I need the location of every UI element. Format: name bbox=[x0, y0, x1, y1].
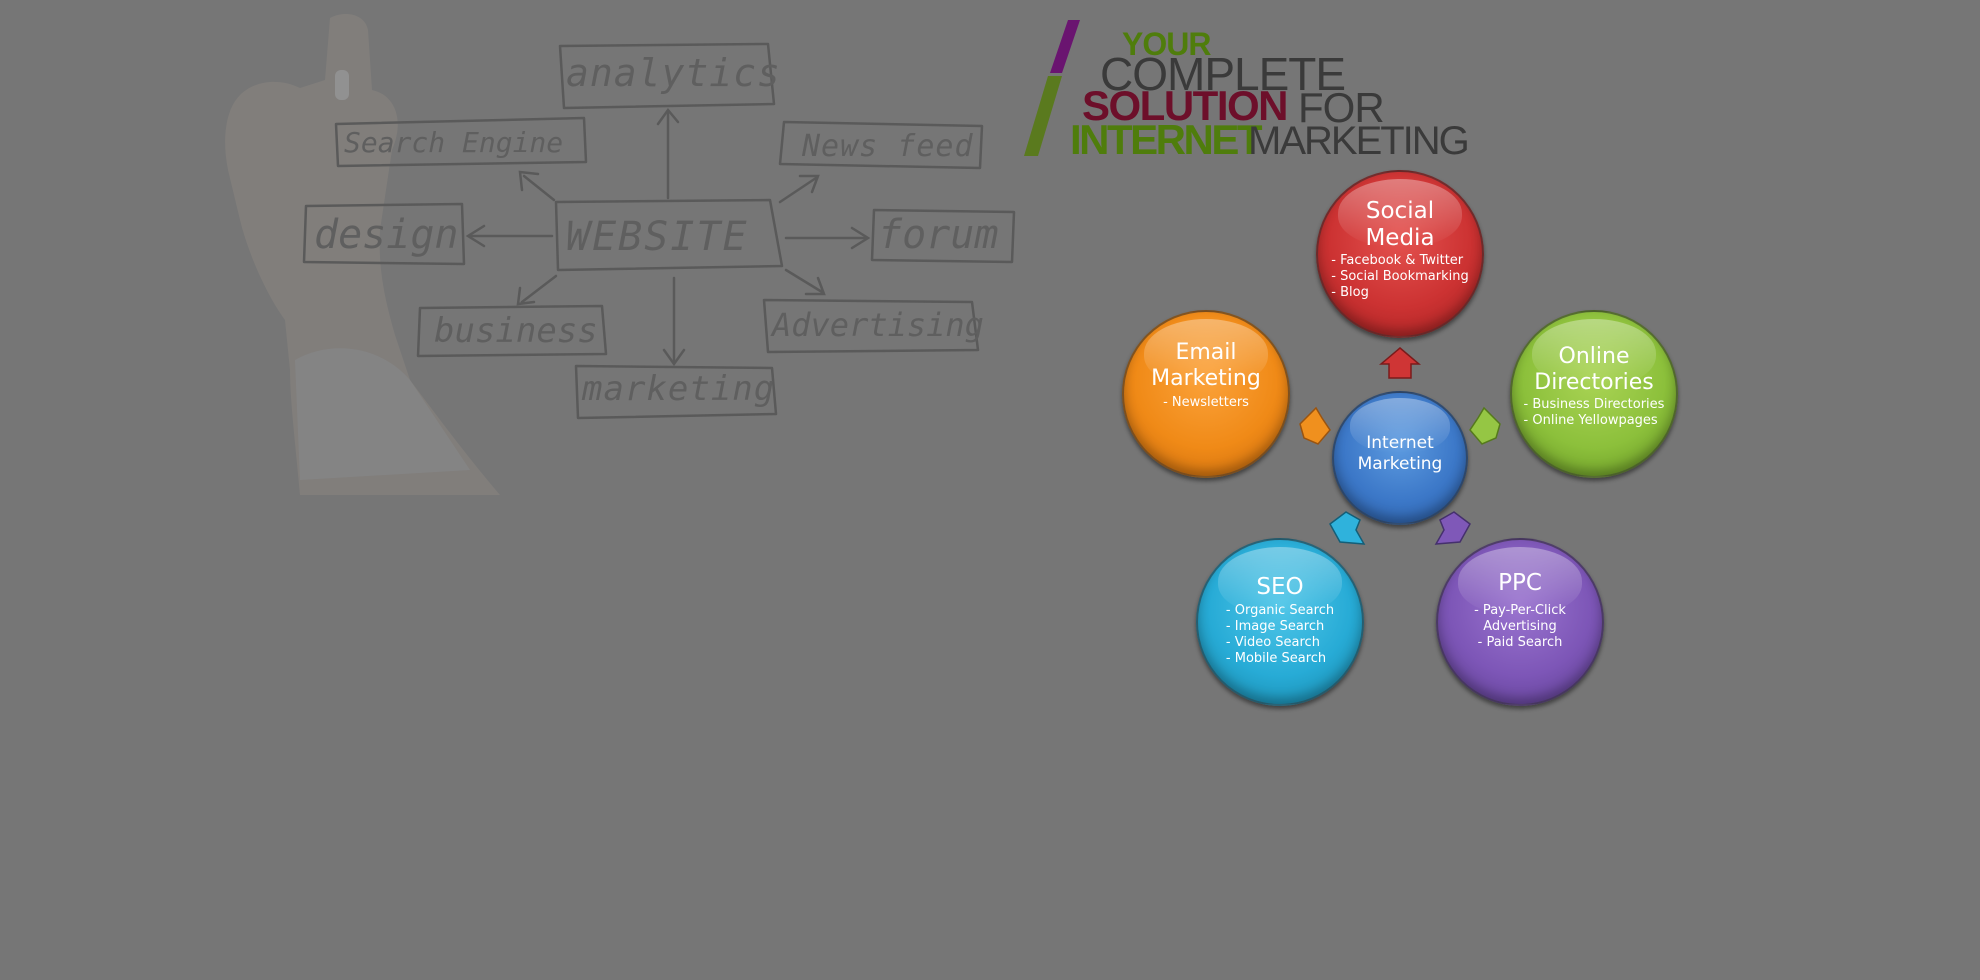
list-item: Advertising bbox=[1483, 618, 1557, 634]
list-item: - Business Directories bbox=[1523, 397, 1665, 413]
forum-box bbox=[870, 208, 1016, 264]
social-media-title-line1: Social bbox=[1365, 198, 1435, 224]
sketch-business-label: business bbox=[434, 311, 598, 351]
sketch-design-label: design bbox=[314, 212, 459, 258]
list-item: - Social Bookmarking bbox=[1331, 269, 1469, 285]
list-item: - Organic Search bbox=[1225, 602, 1335, 618]
headline-marketing: MARKETING bbox=[1248, 119, 1470, 163]
ppc-bubble: PPC - Pay-Per-Click Advertising - Paid S… bbox=[1436, 538, 1604, 706]
list-item: - Online Yellowpages bbox=[1523, 413, 1658, 429]
list-item: - Paid Search bbox=[1477, 634, 1563, 650]
list-item: - Mobile Search bbox=[1225, 650, 1327, 666]
arrow-up-icon bbox=[1379, 347, 1421, 379]
headline-logo: YOUR COMPLETE SOLUTION FOR INTERNET MARK… bbox=[1020, 16, 1480, 166]
list-item: - Facebook & Twitter bbox=[1331, 253, 1464, 269]
sketch-marketing-label: marketing bbox=[581, 369, 775, 409]
headline-your: YOUR bbox=[1122, 26, 1211, 62]
news-feed-box bbox=[778, 120, 984, 170]
list-item: - Pay-Per-Click bbox=[1474, 602, 1566, 618]
arrow-down-left-icon bbox=[1329, 511, 1366, 545]
email-marketing-title-line1: Email bbox=[1175, 340, 1237, 365]
arrow-right-icon bbox=[1469, 406, 1501, 445]
online-directories-title-line2: Directories bbox=[1534, 369, 1654, 395]
arrow-left-icon bbox=[1299, 406, 1331, 445]
design-box bbox=[302, 202, 466, 266]
seo-title: SEO bbox=[1256, 574, 1304, 600]
seo-bubble: SEO - Organic Search - Image Search - Vi… bbox=[1196, 538, 1364, 706]
search-engine-box bbox=[334, 116, 588, 168]
headline-slash bbox=[1024, 20, 1080, 156]
website-sketch: WEBSITE analytics Search Engine News fee… bbox=[225, 14, 1016, 495]
online-directories-title-line1: Online bbox=[1558, 344, 1630, 369]
email-marketing-list: - Newsletters bbox=[1163, 395, 1249, 411]
social-media-list: - Facebook & Twitter - Social Bookmarkin… bbox=[1331, 253, 1468, 301]
list-item: - Newsletters bbox=[1163, 395, 1249, 411]
sketch-analytics-label: analytics bbox=[566, 51, 781, 95]
headline-internet: INTERNET bbox=[1070, 116, 1263, 163]
arrow-down-right-icon bbox=[1434, 511, 1471, 545]
advertising-box bbox=[762, 298, 980, 354]
list-item: - Blog bbox=[1331, 285, 1369, 301]
website-box bbox=[554, 198, 784, 272]
sketch-news-feed-label: News feed bbox=[801, 129, 974, 164]
business-box bbox=[416, 304, 608, 358]
ppc-list: - Pay-Per-Click Advertising - Paid Searc… bbox=[1474, 603, 1566, 651]
hand-illustration bbox=[225, 14, 500, 495]
marketing-box bbox=[574, 364, 778, 420]
center-title-line1: Internet bbox=[1366, 433, 1434, 453]
headline-complete: COMPLETE bbox=[1100, 48, 1346, 100]
sketch-search-engine-label: Search Engine bbox=[344, 126, 563, 159]
analytics-box bbox=[558, 42, 776, 110]
social-media-title-line2: Media bbox=[1365, 224, 1435, 251]
headline-solution: SOLUTION bbox=[1082, 82, 1289, 129]
seo-list: - Organic Search - Image Search - Video … bbox=[1226, 603, 1334, 667]
center-title-line2: Marketing bbox=[1357, 454, 1443, 475]
sketch-forum-label: forum bbox=[878, 212, 998, 258]
list-item: - Image Search bbox=[1225, 618, 1325, 634]
email-marketing-title-line2: Marketing bbox=[1151, 365, 1261, 391]
sketch-advertising-label: Advertising bbox=[770, 306, 984, 344]
sketch-center-label: WEBSITE bbox=[566, 214, 749, 260]
headline-for: FOR bbox=[1298, 84, 1385, 131]
ppc-title: PPC bbox=[1498, 570, 1542, 596]
list-item: - Video Search bbox=[1225, 634, 1320, 650]
online-directories-list: - Business Directories - Online Yellowpa… bbox=[1524, 397, 1665, 429]
